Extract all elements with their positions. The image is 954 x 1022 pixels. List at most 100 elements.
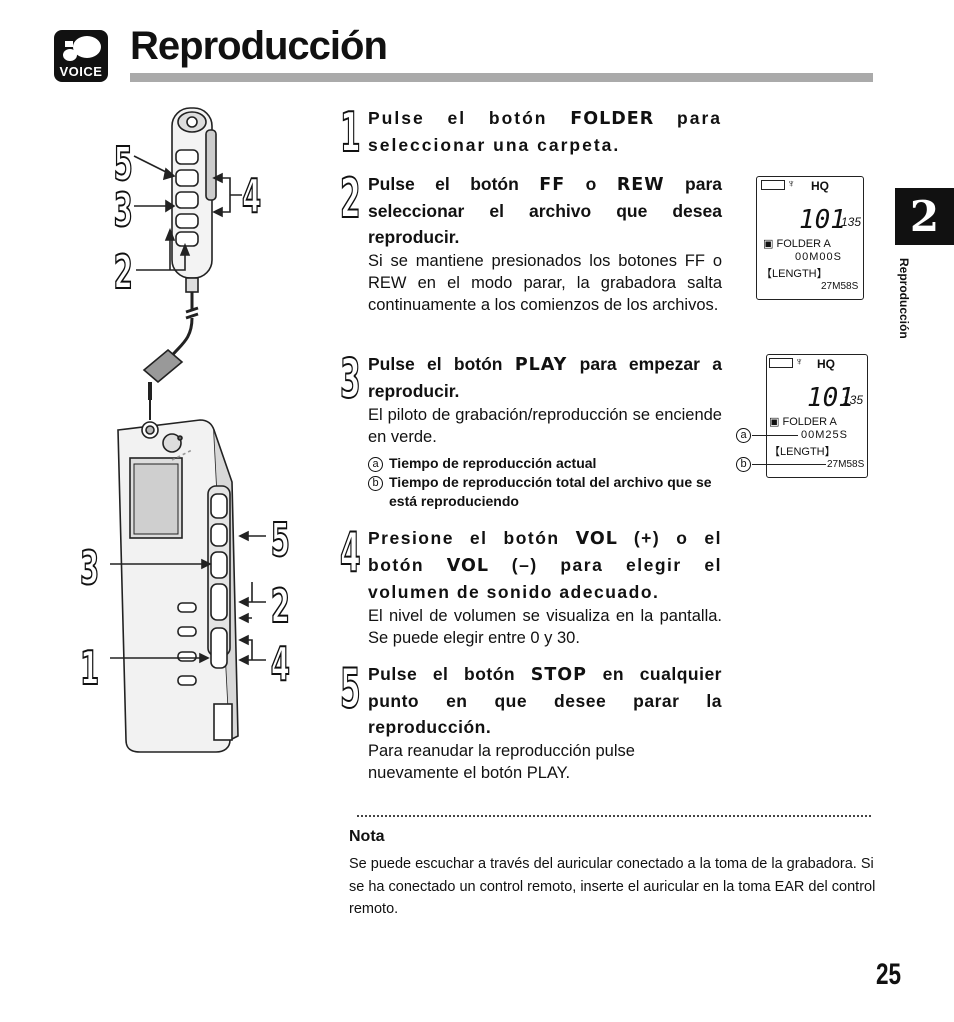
callout-number: 2 bbox=[271, 580, 290, 633]
recorder-button bbox=[210, 583, 228, 621]
note-text: Se puede escuchar a través del auricular… bbox=[349, 856, 876, 917]
step-number: 1 bbox=[339, 101, 361, 164]
heading-text: (+) o el botón bbox=[368, 528, 722, 575]
step-heading: Pulse el botón FOLDER para seleccionar u… bbox=[368, 105, 722, 158]
recorder-side-button bbox=[177, 675, 197, 686]
recorder-side-button bbox=[177, 602, 197, 613]
note-title: Nota bbox=[349, 828, 385, 845]
annotation-b: b Tiempo de reproducción total del archiv… bbox=[368, 473, 722, 511]
battery-icon bbox=[761, 180, 785, 190]
heading-text: en cualquier punto en que desee parar la… bbox=[368, 664, 722, 737]
total-length: 27M58S bbox=[821, 281, 859, 292]
annotation-mark: b bbox=[368, 476, 383, 491]
page-title: Reproducción bbox=[130, 24, 388, 68]
file-total: 135 bbox=[841, 215, 862, 229]
folder-icon: ▣ bbox=[769, 416, 780, 428]
button-keyword: FOLDER bbox=[570, 109, 655, 129]
button-keyword: STOP bbox=[530, 665, 588, 685]
recorder-side-button bbox=[177, 626, 197, 637]
step-body: El piloto de grabación/reproducción se e… bbox=[368, 406, 722, 446]
lcd-leader-a bbox=[752, 435, 798, 436]
step-4: Presione el botón VOL (+) o el botón VOL… bbox=[368, 525, 722, 649]
file-number: 101 bbox=[799, 205, 846, 235]
step-heading: Pulse el botón PLAY para empezar a repro… bbox=[368, 351, 722, 404]
file-number: 101 bbox=[807, 383, 854, 413]
lcd-display-1: ♆ HQ 101 135 ▣ FOLDER A 00M00S 【LENGTH】 … bbox=[756, 176, 864, 300]
logo-text: VOICE bbox=[59, 64, 103, 79]
heading-text: Pulse el botón bbox=[368, 174, 540, 194]
mic-icon: ♆ bbox=[787, 178, 796, 190]
page-number: 25 bbox=[876, 958, 902, 991]
heading-text: (–) para elegir el volumen de sonido ade… bbox=[368, 555, 722, 602]
recorder-button bbox=[210, 627, 228, 669]
callout-number: 3 bbox=[80, 542, 99, 595]
step-number: 5 bbox=[339, 657, 361, 720]
current-time: 00M00S bbox=[795, 251, 842, 263]
step-number: 2 bbox=[339, 167, 361, 230]
annotation-text: Tiempo de reproducción total del archivo… bbox=[389, 474, 712, 509]
side-label-text: Reproducción bbox=[897, 258, 911, 339]
folder-name: FOLDER A bbox=[782, 416, 837, 428]
lcd-mark-b: b bbox=[736, 457, 751, 472]
annotation-text: Tiempo de reproducción actual bbox=[389, 455, 597, 471]
device-illustration: 5 3 2 4 3 1 5 2 4 bbox=[80, 107, 291, 753]
step-number: 3 bbox=[339, 347, 361, 410]
recorder-button bbox=[210, 551, 228, 579]
file-total: 135 bbox=[843, 393, 864, 407]
heading-text: Presione el botón bbox=[368, 528, 576, 548]
title-rule bbox=[130, 73, 873, 82]
button-keyword: PLAY bbox=[514, 355, 568, 375]
recorder-side-button bbox=[177, 651, 197, 662]
speech-bubble-icon bbox=[63, 36, 101, 61]
callout-number: 5 bbox=[271, 514, 290, 567]
lcd-leader-b bbox=[752, 464, 826, 465]
side-label: Reproducción bbox=[897, 258, 915, 378]
chapter-tab: 2 bbox=[895, 188, 954, 245]
step-heading: Pulse el botón STOP en cualquier punto e… bbox=[368, 661, 722, 740]
step-heading: Presione el botón VOL (+) o el botón VOL… bbox=[368, 525, 722, 605]
remote-button bbox=[175, 213, 199, 229]
heading-text: Pulse el botón bbox=[368, 108, 571, 128]
callout-number: 4 bbox=[271, 638, 290, 691]
button-keyword: VOL bbox=[575, 529, 618, 549]
note-divider bbox=[357, 815, 871, 817]
callout-number: 5 bbox=[114, 138, 133, 191]
mode-label: HQ bbox=[811, 179, 829, 193]
callout-number: 4 bbox=[242, 170, 261, 223]
remote-button bbox=[175, 169, 199, 187]
folder-icon: ▣ bbox=[763, 238, 774, 250]
callout-number: 2 bbox=[114, 246, 133, 299]
heading-text: para seleccionar una carpeta. bbox=[368, 108, 722, 155]
remote-button bbox=[175, 149, 199, 165]
total-length: 27M58S bbox=[827, 459, 865, 470]
battery-icon bbox=[769, 358, 793, 368]
folder-label: ▣ FOLDER A bbox=[763, 237, 831, 250]
recorder-button bbox=[210, 523, 228, 547]
length-label: 【LENGTH】 bbox=[761, 268, 828, 280]
lcd-display-2: ♆ HQ 101 135 ▣ FOLDER A 00M25S 【LENGTH】 … bbox=[766, 354, 868, 478]
step-body: Si se mantiene presionados los botones F… bbox=[368, 252, 722, 314]
mode-label: HQ bbox=[817, 357, 835, 371]
step-body: Para reanudar la reproducción pulse nuev… bbox=[368, 742, 635, 782]
heading-text: Pulse el botón bbox=[368, 354, 515, 374]
step-heading: Pulse el botón FF o REW para seleccionar… bbox=[368, 171, 722, 250]
voice-logo: VOICE bbox=[54, 30, 108, 82]
length-label: 【LENGTH】 bbox=[769, 446, 836, 458]
step-5: Pulse el botón STOP en cualquier punto e… bbox=[368, 661, 722, 784]
button-keyword: REW bbox=[616, 175, 665, 195]
step-3: Pulse el botón PLAY para empezar a repro… bbox=[368, 351, 722, 511]
remote-button bbox=[175, 191, 199, 209]
step-body: El nivel de volumen se visualiza en la p… bbox=[368, 607, 722, 647]
button-keyword: FF bbox=[539, 175, 566, 195]
folder-name: FOLDER A bbox=[776, 238, 831, 250]
remote-button bbox=[175, 231, 199, 247]
step-1: Pulse el botón FOLDER para seleccionar u… bbox=[368, 105, 722, 158]
heading-text: para empezar a reproducir. bbox=[368, 354, 722, 401]
lcd-mark-a: a bbox=[736, 428, 751, 443]
heading-text: o bbox=[565, 174, 617, 194]
heading-text: Pulse el botón bbox=[368, 664, 531, 684]
callout-number: 1 bbox=[80, 642, 99, 695]
current-time: 00M25S bbox=[801, 429, 848, 441]
callout-number: 3 bbox=[114, 184, 133, 237]
